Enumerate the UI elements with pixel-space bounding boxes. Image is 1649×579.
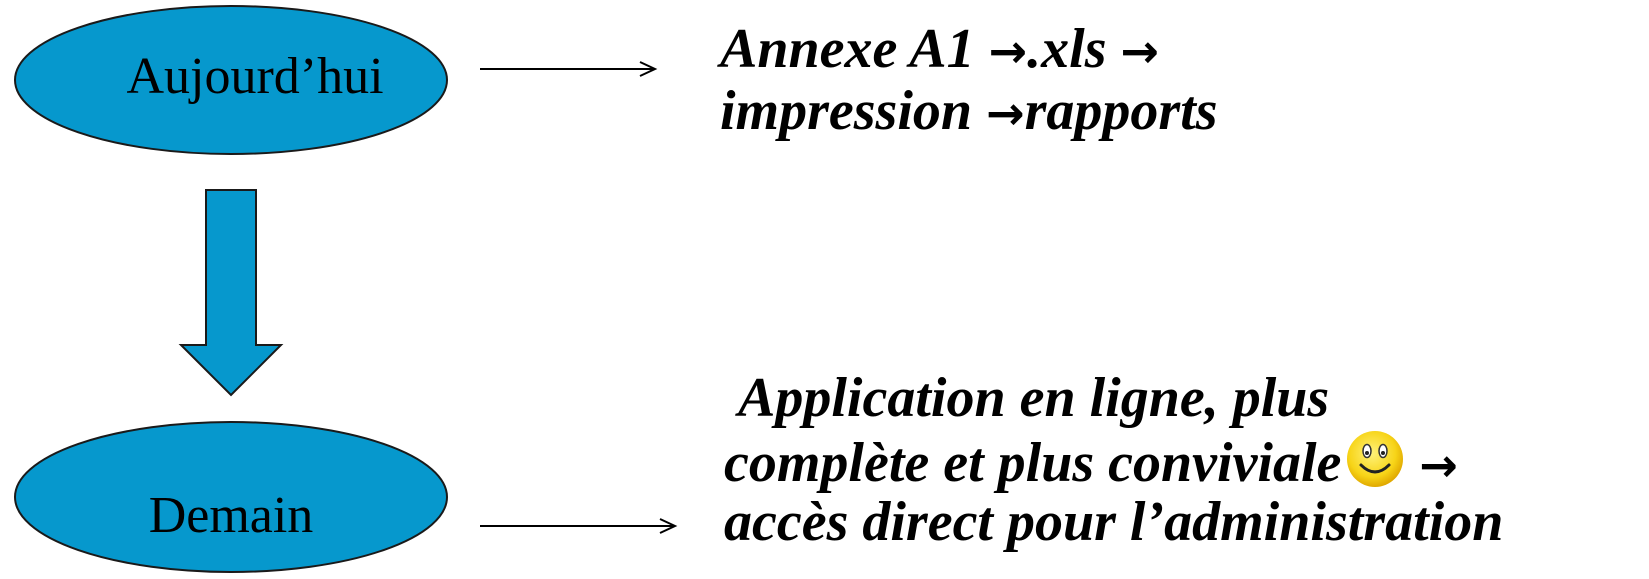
node-label-tomorrow: Demain xyxy=(148,487,314,544)
note-today-text-b: .xls xyxy=(1027,18,1121,80)
note-today-text-a: Annexe A1 xyxy=(720,18,989,80)
note-today-line-1: Annexe A1 →.xls → xyxy=(720,18,1218,80)
down-arrow-icon xyxy=(178,189,284,397)
node-label-today: Aujourd’hui xyxy=(126,48,384,105)
note-tomorrow-line-2: complète et plus conviviale → xyxy=(724,429,1503,494)
note-tomorrow-line-3: accès direct pour l’administration xyxy=(724,491,1504,553)
right-arrow-icon: → xyxy=(988,24,1028,78)
connector-arrow-tomorrow xyxy=(480,518,678,534)
note-today-text-c: impression xyxy=(720,80,987,142)
right-arrow-icon: → xyxy=(1419,438,1458,492)
note-tomorrow: Application en ligne, plus complète et p… xyxy=(724,367,1503,553)
note-tomorrow-line-1: Application en ligne, plus xyxy=(738,367,1330,429)
note-today-line-2: impression →rapports xyxy=(720,80,1218,142)
note-tomorrow-text-a: complète et plus conviviale xyxy=(724,432,1342,494)
ellipse-today xyxy=(14,5,448,155)
note-today-text-d: rapports xyxy=(1024,80,1218,142)
connector-arrow-today xyxy=(480,61,658,77)
right-arrow-icon: → xyxy=(986,86,1025,140)
note-today: Annexe A1 →.xls → impression →rapports xyxy=(720,18,1218,142)
right-arrow-icon: → xyxy=(1120,24,1160,78)
ellipse-tomorrow xyxy=(14,421,448,573)
smiley-face-icon xyxy=(1347,431,1404,487)
